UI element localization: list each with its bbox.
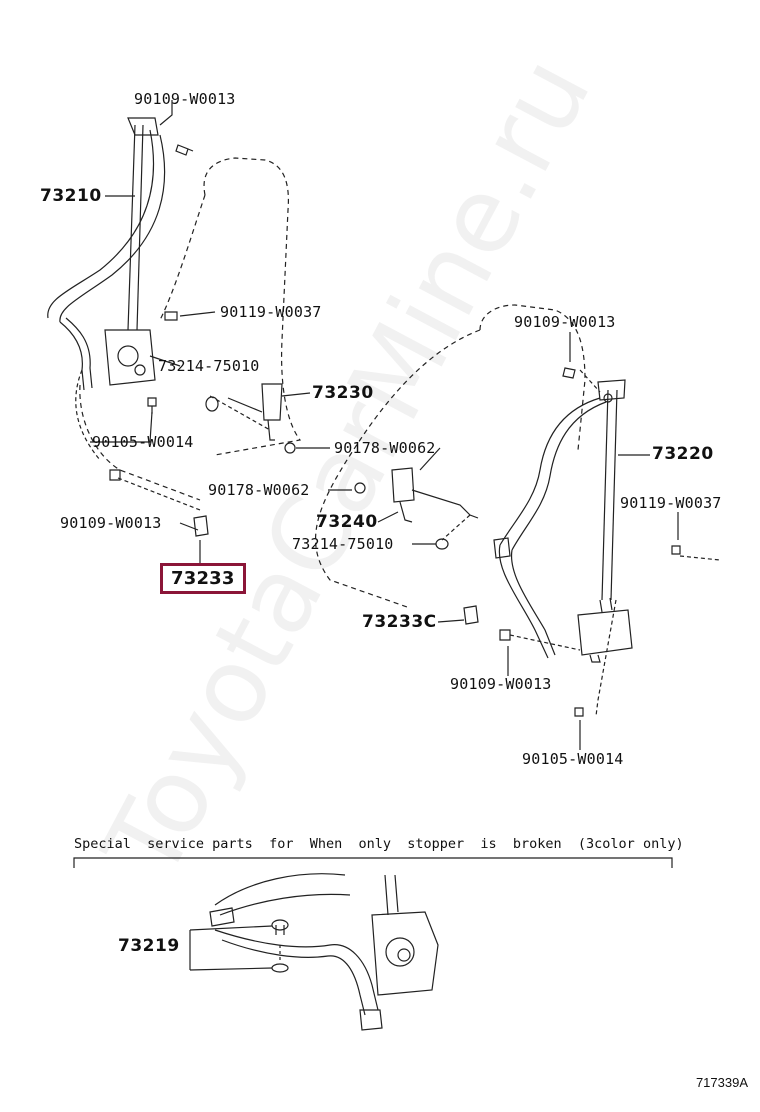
part-label-73220[interactable]: 73220 — [652, 444, 714, 464]
part-label-73233-highlighted[interactable]: 73233 — [160, 563, 246, 594]
left-retractor — [104, 329, 156, 386]
part-label-73233C[interactable]: 73233C — [362, 612, 437, 632]
left-seat-outline-2 — [159, 194, 206, 321]
stopper-piece-top — [271, 919, 289, 931]
part-label-90109-right[interactable]: 90109-W0013 — [514, 313, 616, 331]
part-label-90105-right[interactable]: 90105-W0014 — [522, 750, 624, 768]
stopper-piece-bottom — [271, 963, 289, 973]
bolt-top-left — [175, 144, 194, 156]
right-retractor — [577, 609, 633, 656]
part-label-90178-lower[interactable]: 90178-W0062 — [208, 481, 310, 499]
stopper-left — [193, 515, 209, 537]
part-label-90119-right[interactable]: 90119-W0037 — [620, 494, 722, 512]
bolt-bottom-right — [574, 707, 584, 717]
left-seat-outline — [203, 157, 302, 456]
bolt-top-right — [562, 367, 576, 379]
part-label-90178-upper[interactable]: 90178-W0062 — [334, 439, 436, 457]
stopper-right — [463, 605, 479, 625]
note-bracket — [73, 857, 673, 868]
left-belt-webbing — [47, 129, 155, 319]
inset-webbing — [214, 873, 346, 906]
bolt-lower-left — [147, 397, 157, 414]
bolt-lower-right — [499, 629, 511, 641]
part-label-73219[interactable]: 73219 — [118, 936, 180, 956]
bolt-mid-right — [671, 545, 681, 555]
bolt-bottom-left — [109, 469, 121, 481]
bolt-mid-left — [164, 311, 178, 321]
special-service-note: Special service parts for When only stop… — [74, 836, 684, 852]
part-label-90105-left[interactable]: 90105-W0014 — [92, 433, 194, 451]
diagram-code: 717339A — [695, 1075, 748, 1090]
right-belt-webbing — [499, 397, 601, 546]
part-label-73210[interactable]: 73210 — [40, 186, 102, 206]
buckle-left — [261, 383, 283, 421]
left-seat-base — [79, 384, 201, 501]
left-belt-rail — [127, 124, 136, 331]
part-label-90109-top[interactable]: 90109-W0013 — [134, 90, 236, 108]
part-label-90109-left[interactable]: 90109-W0013 — [60, 514, 162, 532]
part-label-73240[interactable]: 73240 — [316, 512, 378, 532]
right-belt-rail — [601, 389, 609, 601]
part-label-90109-lower[interactable]: 90109-W0013 — [450, 675, 552, 693]
buckle-right — [391, 467, 415, 503]
part-label-73214-left[interactable]: 73214-75010 — [158, 357, 260, 375]
inset-retractor — [371, 911, 439, 996]
part-label-73230[interactable]: 73230 — [312, 383, 374, 403]
part-label-90119-left[interactable]: 90119-W0037 — [220, 303, 322, 321]
part-label-73214-right[interactable]: 73214-75010 — [292, 535, 394, 553]
